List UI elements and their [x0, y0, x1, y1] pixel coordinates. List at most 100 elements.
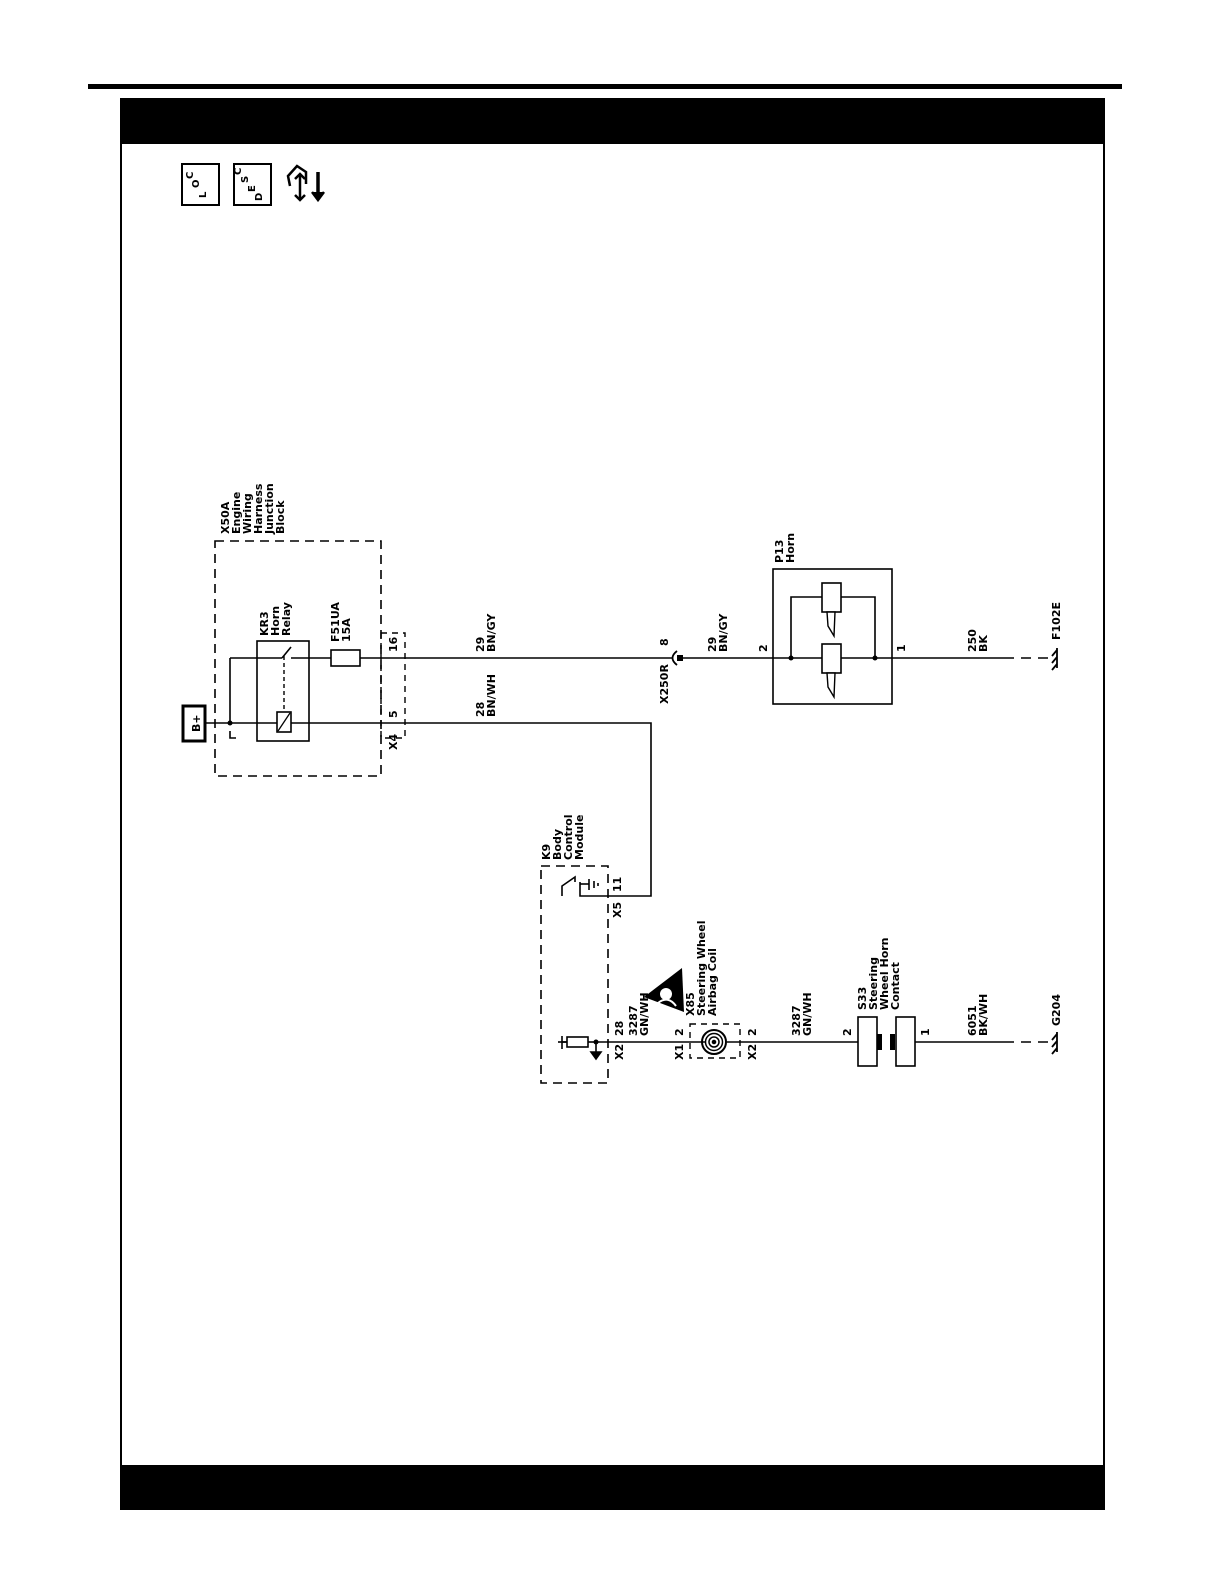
inline-pin-8: 8: [658, 638, 671, 646]
location-icon[interactable]: L O C: [181, 163, 220, 206]
svg-text:Airbag Coil: Airbag Coil: [706, 948, 719, 1016]
airbag-coil-outline: [689, 1023, 741, 1059]
loc-letter-c: C: [185, 172, 196, 179]
service-tools-icon[interactable]: [286, 164, 325, 203]
footer-bar: [120, 1465, 1105, 1510]
svg-text:BK/WH: BK/WH: [977, 994, 990, 1036]
description-icon[interactable]: D E S C: [233, 163, 272, 206]
svg-text:S33: S33: [856, 987, 869, 1010]
airbag-warning-icon: [644, 968, 684, 1012]
loc-letter-o: O: [191, 179, 202, 188]
fuse-f51ua: [330, 649, 361, 667]
horn-contact-switch: [857, 1016, 916, 1067]
top-rule: [88, 84, 1122, 89]
svg-text:Junction: Junction: [263, 483, 276, 535]
svg-text:GN/WH: GN/WH: [801, 992, 814, 1036]
svg-text:Horn: Horn: [784, 533, 797, 563]
connector-x4: [380, 632, 406, 739]
connector-x4-label: X4: [387, 734, 400, 750]
pin-5: 5: [387, 710, 400, 718]
bcm-pin-11: 11: [611, 877, 624, 892]
body-control-module-outline: [540, 865, 609, 1084]
svg-text:KR3: KR3: [258, 611, 271, 636]
horn-pin-2: 2: [757, 644, 770, 652]
svg-text:Contact: Contact: [889, 962, 902, 1010]
svg-text:15A: 15A: [340, 618, 353, 642]
svg-text:Steering: Steering: [867, 957, 880, 1010]
svg-text:Wheel Horn: Wheel Horn: [878, 937, 891, 1010]
desc-letter-c: C: [233, 168, 244, 175]
coil-x1-pin: 2: [673, 1028, 686, 1036]
svg-text:250: 250: [966, 629, 979, 652]
bcm-connector-x2: X2: [613, 1044, 626, 1060]
horn-contact-pin-1: 1: [919, 1028, 932, 1036]
coil-x2: X2: [746, 1044, 759, 1060]
coil-x2-pin: 2: [746, 1028, 759, 1036]
svg-text:Relay: Relay: [280, 602, 293, 636]
airbag-coil-label: X85 Steering Wheel Airbag Coil: [684, 921, 719, 1017]
battery-positive-terminal: B+: [181, 704, 207, 743]
bcm-connector-x5: X5: [611, 902, 624, 918]
wire-28: [309, 722, 652, 897]
horn-speaker-lower: [821, 643, 842, 700]
svg-text:P13: P13: [773, 540, 786, 563]
wire-29-lower-label: 29 BN/GY: [706, 613, 730, 652]
svg-text:6051: 6051: [966, 1005, 979, 1036]
horn-contact-label: S33 Steering Wheel Horn Contact: [856, 937, 902, 1010]
svg-text:Control: Control: [562, 815, 575, 860]
svg-text:Engine: Engine: [230, 492, 243, 534]
fuse-label: F51UA 15A: [329, 602, 353, 642]
loc-letter-l: L: [198, 191, 209, 198]
wire-6051-label: 6051 BK/WH: [966, 994, 990, 1036]
wire-3287-right-label: 3287 GN/WH: [790, 992, 814, 1036]
bcm-pullup-circuit: [558, 1036, 603, 1061]
junction-block-label: X50A Engine Wiring Harness Junction Bloc…: [219, 483, 287, 535]
svg-text:29: 29: [706, 637, 719, 652]
horn-speaker-upper: [821, 582, 842, 639]
svg-text:Body: Body: [551, 829, 564, 860]
pin-16: 16: [387, 636, 400, 652]
svg-text:3287: 3287: [790, 1005, 803, 1036]
inline-connector-x250r: [671, 650, 683, 666]
bcm-input-switch: [561, 875, 624, 897]
clockspring-coil-icon: [701, 1029, 727, 1055]
svg-text:X50A: X50A: [219, 501, 232, 534]
horn-pin-1: 1: [895, 644, 908, 652]
ground-g204-label: G204: [1050, 994, 1063, 1026]
wire-250-label: 250 BK: [966, 629, 990, 652]
horn-label: P13 Horn: [773, 533, 797, 563]
svg-text:BN/GY: BN/GY: [485, 613, 498, 652]
desc-letter-e: E: [247, 185, 258, 192]
horn-contact-pin-2: 2: [841, 1028, 854, 1036]
desc-letter-s: S: [240, 176, 251, 183]
svg-text:B+: B+: [190, 714, 203, 732]
horn-relay-label: KR3 Horn Relay: [258, 602, 293, 636]
bcm-pin-28: 28: [613, 1021, 626, 1036]
svg-text:28: 28: [474, 702, 487, 717]
svg-text:Horn: Horn: [269, 606, 282, 636]
junction-block-outline: [214, 540, 382, 777]
inline-connector-label: X250R: [658, 664, 671, 704]
svg-text:GN/WH: GN/WH: [638, 992, 651, 1036]
svg-text:K9: K9: [540, 844, 553, 860]
svg-text:BN/WH: BN/WH: [485, 674, 498, 717]
svg-text:Block: Block: [274, 500, 287, 534]
horn-component: [772, 568, 893, 705]
body-control-module-label: K9 Body Control Module: [540, 815, 586, 860]
svg-text:X85: X85: [684, 992, 697, 1016]
ground-f102e-label: F102E: [1050, 602, 1063, 640]
wire-28-label: 28 BN/WH: [474, 674, 498, 717]
svg-text:Harness: Harness: [252, 483, 265, 534]
desc-letter-d: D: [254, 193, 265, 201]
ground-g204-icon: [1051, 1032, 1058, 1055]
svg-text:Steering Wheel: Steering Wheel: [695, 921, 708, 1017]
ground-f102e-icon: [1051, 648, 1058, 671]
svg-text:29: 29: [474, 637, 487, 652]
header-bar: [120, 98, 1105, 144]
svg-text:BK: BK: [977, 635, 990, 652]
wire-3287-left-label: 3287 GN/WH: [627, 992, 651, 1036]
svg-text:Module: Module: [573, 815, 586, 860]
horn-relay: [256, 640, 310, 742]
svg-text:BN/GY: BN/GY: [717, 613, 730, 652]
